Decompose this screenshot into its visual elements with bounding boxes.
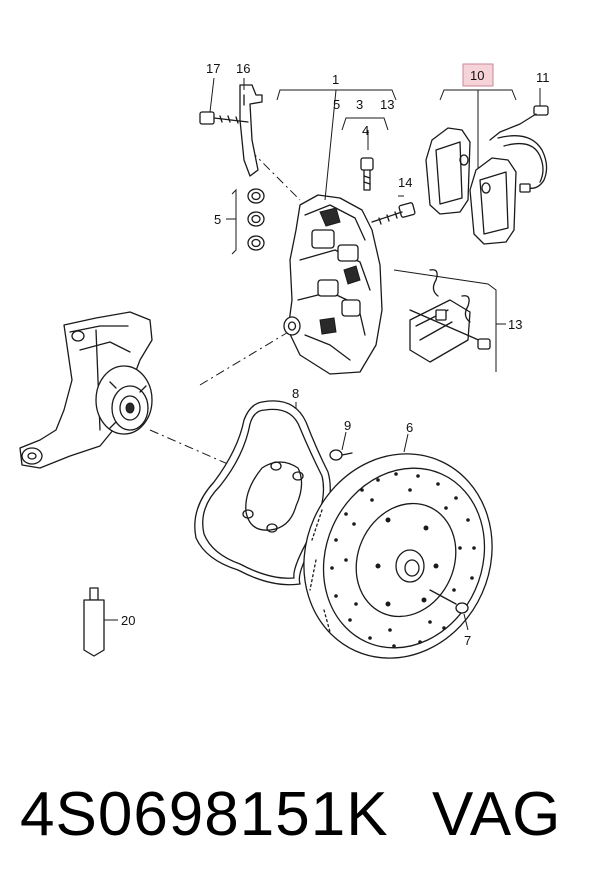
callout-9: 9 xyxy=(344,418,351,433)
bracket-holder xyxy=(239,84,263,177)
callout-8: 8 xyxy=(292,386,299,401)
callout-11: 11 xyxy=(536,70,550,85)
bleeder-valve xyxy=(360,157,374,191)
callout-10: 10 xyxy=(470,68,484,83)
pad-retaining-kit xyxy=(409,269,491,363)
callout-13-right: 13 xyxy=(508,317,522,332)
wheel-hub xyxy=(95,365,153,435)
callout-1: 1 xyxy=(332,72,339,87)
callout-labels: 1 5 3 13 4 10 11 16 17 14 5 13 8 9 6 7 2… xyxy=(121,61,550,648)
disc-drill-holes xyxy=(330,472,476,648)
callout-13-top: 13 xyxy=(380,97,394,112)
callout-10-highlight xyxy=(462,63,494,87)
callout-17: 17 xyxy=(206,61,220,76)
paste-tube xyxy=(83,587,105,657)
part-number: 4S0698151K xyxy=(20,780,389,849)
callout-4: 4 xyxy=(362,123,369,138)
callout-3: 3 xyxy=(356,97,363,112)
bolt-14 xyxy=(371,202,416,225)
callout-5-top: 5 xyxy=(333,97,340,112)
brand-name: VAG xyxy=(432,780,562,849)
callout-5-left: 5 xyxy=(214,212,221,227)
callout-14: 14 xyxy=(398,175,412,190)
exploded-brake-diagram: 1 5 3 13 4 10 11 16 17 14 5 13 8 9 6 7 2… xyxy=(19,61,550,659)
callout-6: 6 xyxy=(406,420,413,435)
callout-20: 20 xyxy=(121,613,135,628)
wear-sensor xyxy=(489,105,549,193)
brake-caliper xyxy=(283,194,383,375)
splash-shield xyxy=(194,400,331,586)
callout-7: 7 xyxy=(464,633,471,648)
steering-knuckle xyxy=(19,311,153,469)
seal-rings xyxy=(247,188,265,251)
bolt-17 xyxy=(199,111,249,125)
callout-16: 16 xyxy=(236,61,250,76)
leader-lines xyxy=(104,77,541,631)
disc-screw xyxy=(429,589,469,614)
screw-9 xyxy=(329,449,353,461)
brake-pads xyxy=(425,127,517,245)
brake-disc xyxy=(303,453,493,659)
